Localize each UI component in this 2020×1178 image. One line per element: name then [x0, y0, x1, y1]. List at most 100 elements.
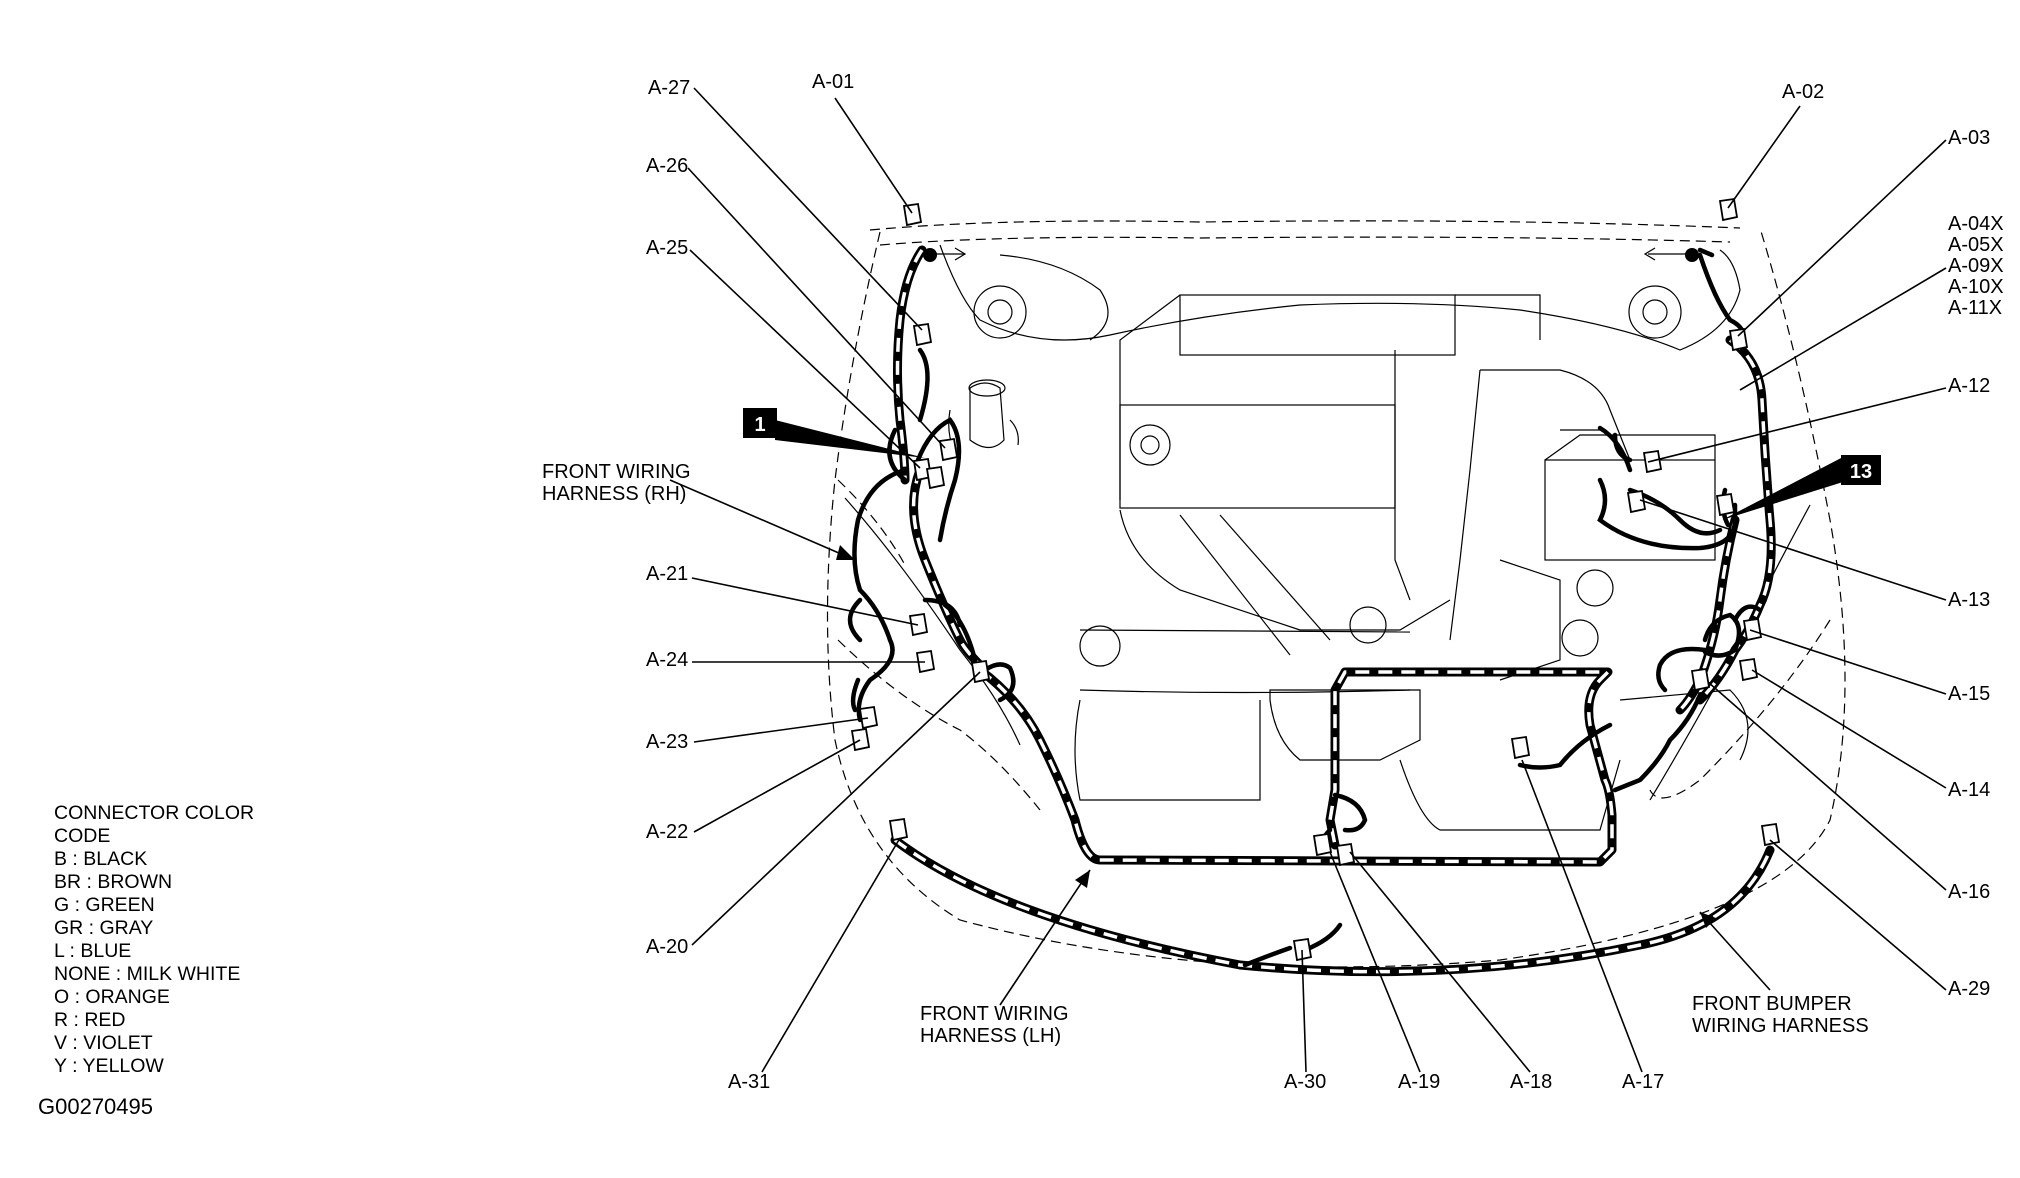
callout-a-12: A-12 [1948, 375, 1990, 397]
callout-a-14: A-14 [1948, 779, 1990, 801]
connector-glyph [858, 705, 879, 730]
callout-a-20: A-20 [646, 936, 688, 958]
callout-a-03: A-03 [1948, 127, 1990, 149]
legend-entry-milk-white: NONE : MILK WHITE [54, 963, 241, 985]
vehicle-outline [826, 220, 1846, 968]
harness-rh-arrow [669, 479, 856, 561]
leader-a-27 [693, 87, 923, 331]
harness-label-lh-line2: HARNESS (LH) [920, 1025, 1061, 1047]
connector-glyph [1312, 832, 1333, 857]
connector-glyph [902, 202, 923, 227]
callout-a-31: A-31 [728, 1071, 770, 1093]
leader-a-31 [761, 837, 901, 1073]
front-wiring-harness-rh [847, 245, 1016, 723]
figure-id: G00270495 [38, 1094, 153, 1119]
leader-a-13 [1639, 499, 1947, 601]
connector-glyph [970, 659, 991, 684]
leader-a-20 [691, 671, 981, 946]
leader-a-12 [1647, 387, 1947, 463]
connector-glyph [1728, 327, 1749, 352]
callout-a-10x: A-10X [1948, 276, 2004, 298]
connector-glyph [915, 649, 936, 674]
harness-bumper-arrow [1699, 911, 1771, 991]
legend-entry-red: R : RED [54, 1009, 126, 1031]
leader-a-21 [691, 577, 919, 626]
callout-a-09x: A-09X [1948, 255, 2004, 277]
connector-glyph [1292, 937, 1313, 962]
legend-entry-black: B : BLACK [54, 848, 148, 870]
leader-a-26 [687, 167, 946, 449]
leader-a-19 [1329, 851, 1421, 1073]
connector-glyph [1715, 492, 1736, 517]
legend-title-line1: CONNECTOR COLOR [54, 802, 255, 824]
connector-glyph [908, 612, 929, 637]
legend-entry-violet: V : VIOLET [54, 1032, 153, 1054]
harness-label-rh-line1: FRONT WIRING [542, 461, 691, 483]
callout-a-05x: A-05X [1948, 234, 2004, 256]
callout-a-24: A-24 [646, 649, 688, 671]
connector-glyph [1742, 617, 1763, 642]
callout-a-02: A-02 [1782, 81, 1824, 103]
badge-13-number: 13 [1850, 461, 1872, 483]
right-side-harness [1597, 247, 1776, 793]
leader-a-22 [693, 739, 861, 833]
harness-lh-arrow [999, 869, 1091, 1006]
connector-glyph [912, 322, 933, 347]
badge-1-pointer [775, 420, 925, 458]
harness-label-lh-line1: FRONT WIRING [920, 1003, 1069, 1025]
badge-13-group: 13 [1722, 455, 1881, 520]
harness-bumper-arrowhead [1700, 912, 1716, 928]
leader-a-03 [1737, 139, 1947, 337]
leader-a-09x [1739, 267, 1947, 391]
harness-label-bumper-line2: WIRING HARNESS [1692, 1015, 1869, 1037]
legend-entry-yellow: Y : YELLOW [54, 1055, 164, 1077]
connector-glyph [1626, 489, 1647, 514]
callout-a-22: A-22 [646, 821, 688, 843]
harness-label-rh-line2: HARNESS (RH) [542, 483, 686, 505]
lamp-connector-arrows [923, 247, 1699, 262]
callout-a-13: A-13 [1948, 589, 1990, 611]
callout-a-26: A-26 [646, 155, 688, 177]
front-bumper-harness [890, 835, 1775, 977]
connectors [850, 197, 1781, 962]
callout-a-30: A-30 [1284, 1071, 1326, 1093]
callout-a-21: A-21 [646, 563, 688, 585]
leader-a-30 [1301, 949, 1307, 1073]
connector-glyph [925, 465, 946, 490]
leader-a-16 [1707, 681, 1947, 891]
leader-a-17 [1521, 759, 1643, 1073]
legend-entry-brown: BR : BROWN [54, 871, 173, 893]
connector-glyph [1690, 667, 1711, 692]
legend-entry-blue: L : BLUE [54, 940, 132, 962]
harness-lh-arrowhead [1075, 870, 1090, 888]
leader-a-01 [834, 97, 913, 214]
callout-a-29: A-29 [1948, 978, 1990, 1000]
harness-label-bumper-line1: FRONT BUMPER [1692, 993, 1852, 1015]
legend-title-line2: CODE [54, 825, 111, 847]
connector-glyph [1738, 657, 1759, 682]
harness-rh-arrowhead [836, 545, 855, 560]
callout-a-27: A-27 [648, 77, 690, 99]
callout-a-25: A-25 [646, 237, 688, 259]
callout-a-23: A-23 [646, 731, 688, 753]
connector-glyph [850, 727, 871, 752]
leader-a-02 [1727, 105, 1801, 209]
callout-a-16: A-16 [1948, 881, 1990, 903]
connector-glyph [1718, 197, 1739, 222]
leader-a-23 [693, 717, 869, 743]
leader-a-29 [1769, 839, 1947, 991]
front-wiring-harness-lh [975, 665, 1617, 867]
leader-a-18 [1349, 851, 1531, 1073]
leader-lines [687, 87, 1947, 1073]
callout-a-04x: A-04X [1948, 213, 2004, 235]
engine-components [939, 244, 1749, 831]
leader-a-14 [1751, 669, 1947, 789]
badge-13-pointer [1722, 457, 1843, 520]
callout-a-18: A-18 [1510, 1071, 1552, 1093]
callout-a-19: A-19 [1398, 1071, 1440, 1093]
harness-labels: FRONT WIRING HARNESS (RH) FRONT WIRING H… [542, 461, 1869, 1047]
connector-glyph [1760, 822, 1781, 847]
connector-glyph [1510, 735, 1531, 760]
